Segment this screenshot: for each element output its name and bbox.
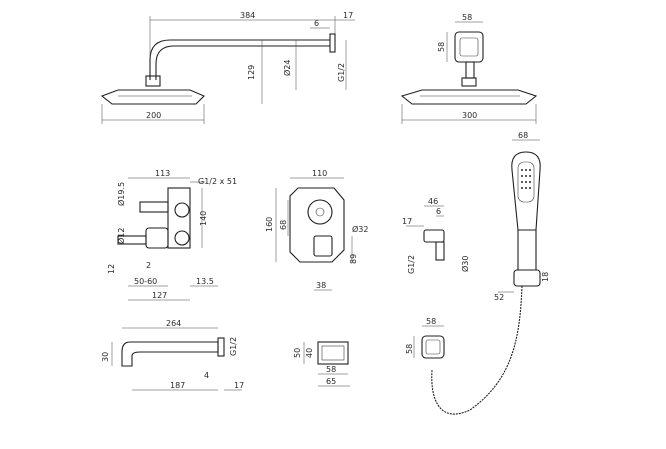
dim-30: 30	[101, 352, 110, 362]
dim-384: 384	[240, 11, 255, 20]
dim-18: 18	[541, 272, 550, 282]
dim-58-holder-h: 58	[405, 344, 414, 354]
dim-58-holder-w: 58	[426, 317, 436, 326]
overhead-shower-front-view: 58 58 300	[400, 13, 538, 124]
dim-46: 46	[428, 197, 438, 206]
dim-17-spout: 17	[234, 381, 244, 390]
dim-110: 110	[312, 169, 327, 178]
dim-58-box: 58	[326, 365, 336, 374]
dim-58-top: 58	[462, 13, 472, 22]
wall-outlet-holder: 58 58	[405, 317, 445, 359]
dim-13-5: 13.5	[196, 277, 214, 286]
wall-elbow-side-view: 46 6 17 G1/2 Ø30	[402, 197, 470, 274]
dim-68-hand: 68	[518, 131, 528, 140]
dim-50-box: 50	[293, 348, 302, 358]
dim-140: 140	[199, 211, 208, 226]
dim-d19-5: Ø19.5	[116, 182, 126, 206]
dim-187: 187	[170, 381, 185, 390]
dim-d12: Ø12	[116, 228, 126, 244]
dim-113: 113	[155, 169, 170, 178]
concealed-valve-side-view: 113 G1/2 x 51 Ø19.5 Ø12 140 12 2 50-60 1…	[107, 169, 237, 301]
dim-58-side: 58	[437, 42, 446, 52]
dim-50-60: 50-60	[134, 277, 157, 286]
dim-264: 264	[166, 319, 181, 328]
dim-4: 4	[204, 371, 209, 380]
dim-52: 52	[494, 293, 504, 302]
dim-12: 12	[107, 264, 116, 274]
dim-6-elbow: 6	[436, 207, 441, 216]
dim-g12-elbow: G1/2	[407, 255, 416, 274]
dim-40-box: 40	[305, 348, 314, 358]
dim-68: 68	[279, 220, 288, 230]
dim-d30: Ø30	[460, 256, 470, 272]
dim-65-box: 65	[326, 377, 336, 386]
dim-129: 129	[247, 65, 256, 80]
dim-89: 89	[349, 254, 358, 264]
bath-spout-side-view: 264 G1/2 30 187 4 17	[101, 319, 244, 391]
dim-127: 127	[152, 291, 167, 300]
dim-d24: Ø24	[282, 60, 292, 76]
dim-300: 300	[462, 111, 477, 120]
dim-g12-spout: G1/2	[229, 337, 238, 356]
dim-17-elbow: 17	[402, 217, 412, 226]
dim-6: 6	[314, 19, 319, 28]
dim-2: 2	[146, 261, 151, 270]
dim-g12-arm: G1/2	[337, 63, 346, 82]
cover-plate-front-view: 110 160 68 Ø32 89 38	[265, 169, 368, 291]
dim-160: 160	[265, 217, 274, 232]
overhead-shower-side-view: 384 6 17 129 Ø24 G1/2 200	[100, 11, 355, 124]
spout-wall-box: 50 40 58 65	[293, 341, 350, 387]
spray-face-dots	[521, 169, 531, 189]
dim-200: 200	[146, 111, 161, 120]
dim-17: 17	[343, 11, 353, 20]
dim-38: 38	[316, 281, 326, 290]
dim-d32: Ø32	[352, 224, 368, 234]
hand-shower-assembly: 68 52 18	[431, 131, 550, 415]
dim-thread: G1/2 x 51	[198, 177, 237, 186]
